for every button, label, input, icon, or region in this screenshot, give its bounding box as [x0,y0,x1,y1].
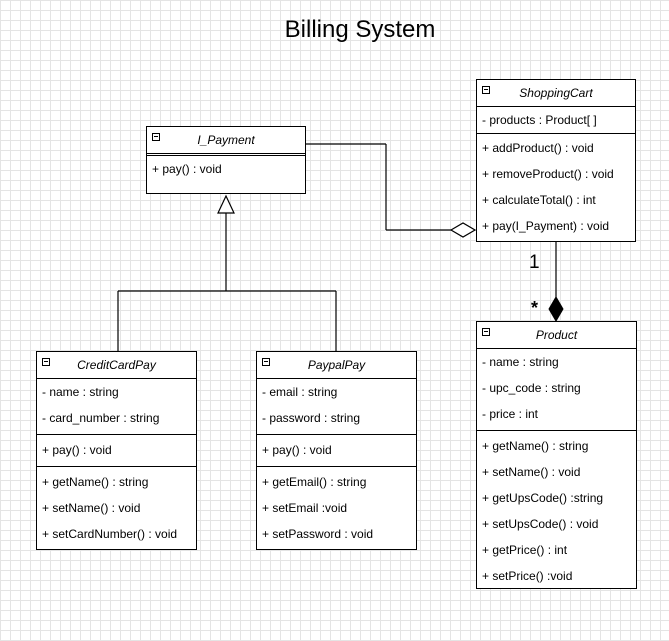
accessors-section: + getEmail() : string + setEmail :void +… [257,467,416,547]
class-name: CreditCardPay [77,358,156,372]
method: + getPrice() : int [482,543,568,557]
method: + removeProduct() : void [482,167,614,181]
aggregation-edge[interactable] [306,143,451,231]
class-shopping-cart[interactable]: ShoppingCart - products : Product[ ] + a… [476,79,636,242]
composition-diamond [548,296,564,322]
method: + setName() : void [482,465,581,479]
method: + getEmail() : string [262,475,367,489]
attributes-section: - email : string - password : string [257,379,416,435]
class-name: ShoppingCart [519,86,593,100]
collapse-icon[interactable] [152,133,160,141]
method: + setUpsCode() : void [482,517,599,531]
method: + setPassword : void [262,527,374,541]
attribute: - email : string [262,385,338,399]
attribute: - password : string [262,411,361,425]
method: + pay() : void [152,162,222,176]
class-header: Product [477,322,636,349]
class-header: I_Payment [147,127,305,156]
collapse-icon[interactable] [482,86,490,94]
class-name: Product [535,328,578,342]
class-name: PaypalPay [307,358,366,372]
accessors-section: + getName() : string + setName() : void … [37,467,196,547]
methods-section: + pay() : void [147,156,305,182]
method: + setName() : void [42,501,141,515]
attribute: - products : Product[ ] [482,113,597,127]
attributes-section: - name : string - upc_code : string - pr… [477,349,636,431]
class-header: CreditCardPay [37,352,196,379]
class-header: PaypalPay [257,352,416,379]
attribute: - price : int [482,407,539,421]
class-paypal-pay[interactable]: PaypalPay - email : string - password : … [256,351,417,550]
class-name: I_Payment [197,133,255,147]
attribute: - name : string [42,385,119,399]
method: + getName() : string [482,439,589,453]
attributes-section: - products : Product[ ] [477,107,635,134]
method: + pay() : void [262,443,332,457]
attributes-section: - name : string - card_number : string [37,379,196,435]
collapse-icon[interactable] [482,328,490,336]
generalization-edge[interactable] [117,213,337,351]
method: + calculateTotal() : int [482,193,596,207]
method: + setPrice() :void [482,569,573,583]
method: + pay(I_Payment) : void [482,219,610,233]
method: + addProduct() : void [482,141,594,155]
collapse-icon[interactable] [262,358,270,366]
aggregation-diamond [449,222,477,238]
diagram-title: Billing System [284,16,436,43]
methods-section: + addProduct() : void + removeProduct() … [477,134,635,239]
methods-section: + pay() : void [257,435,416,467]
method: + setEmail :void [262,501,348,515]
methods-section: + getName() : string + setName() : void … [477,431,636,589]
attribute: - name : string [482,355,559,369]
collapse-icon[interactable] [42,358,50,366]
method: + setCardNumber() : void [42,527,178,541]
attribute: - card_number : string [42,411,160,425]
method: + getUpsCode() :string [482,491,604,505]
method: + pay() : void [42,443,112,457]
attribute: - upc_code : string [482,381,581,395]
class-header: ShoppingCart [477,80,635,107]
class-i-payment[interactable]: I_Payment + pay() : void [146,126,306,194]
class-product[interactable]: Product - name : string - upc_code : str… [476,321,637,589]
class-credit-card-pay[interactable]: CreditCardPay - name : string - card_num… [36,351,197,550]
methods-section: + pay() : void [37,435,196,467]
generalization-arrowhead [217,194,235,214]
multiplicity-cart: 1 [529,252,540,273]
multiplicity-product: * [531,298,539,318]
method: + getName() : string [42,475,149,489]
